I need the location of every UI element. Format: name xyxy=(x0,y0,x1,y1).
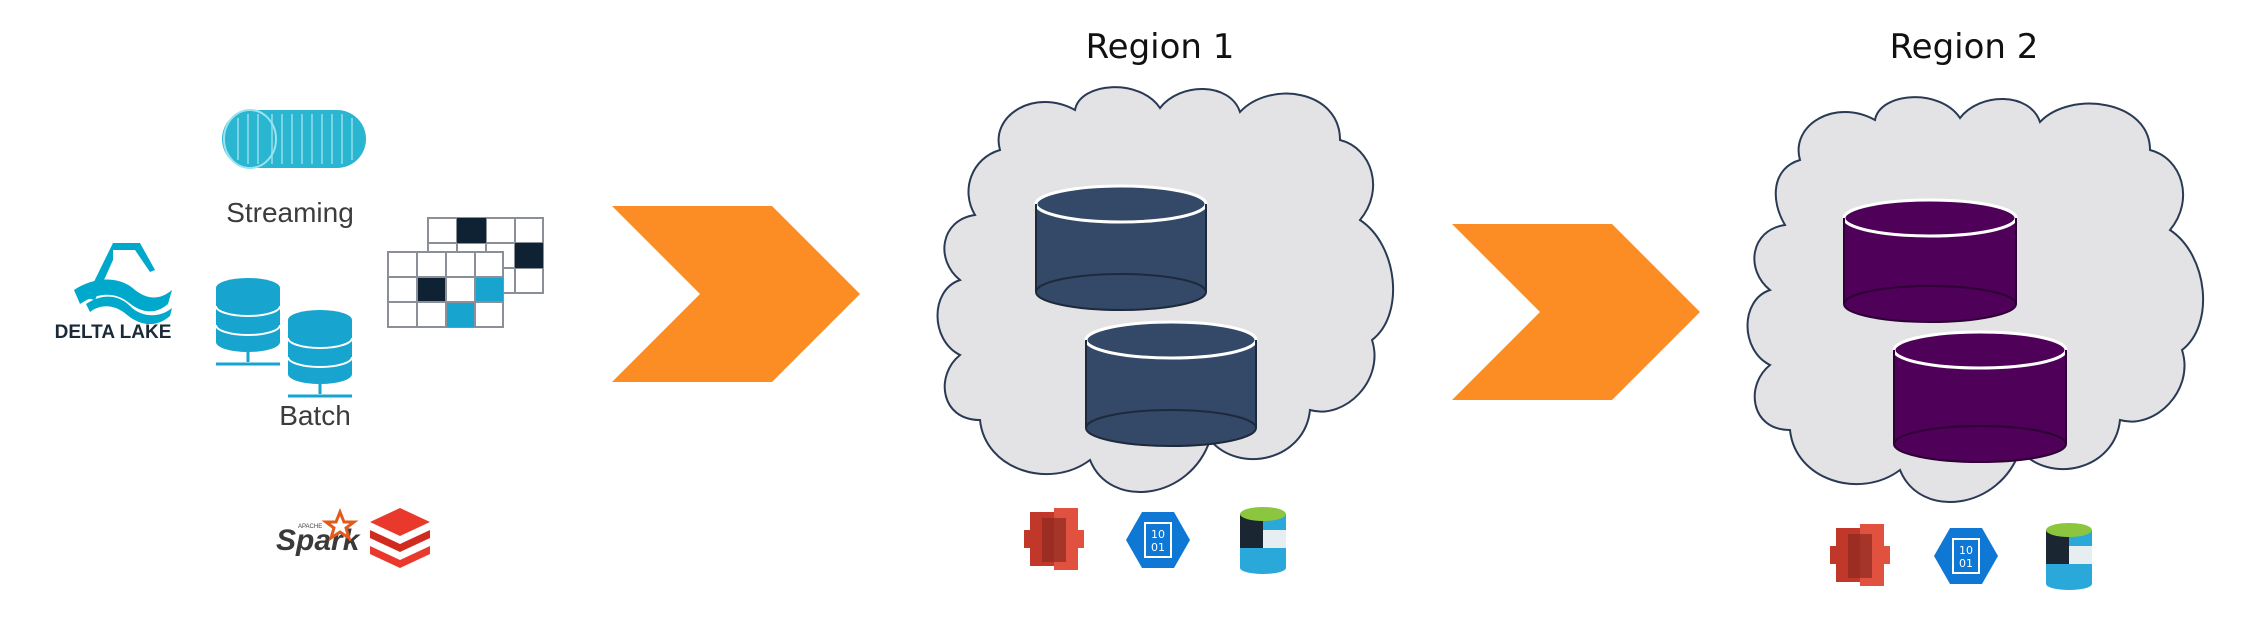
arrow-source-to-region1 xyxy=(612,206,860,382)
region2-blob-storage-icon: 10 01 xyxy=(1934,528,1998,584)
spark-apache-text: APACHE xyxy=(298,524,322,530)
svg-text:01: 01 xyxy=(1959,557,1973,570)
databricks-logo xyxy=(370,508,430,568)
streaming-label: Streaming xyxy=(226,197,354,228)
delta-lake-icon xyxy=(74,243,172,325)
arrow-region1-to-region2 xyxy=(1452,224,1700,400)
spark-star-icon xyxy=(321,507,359,542)
delta-lake-logo: DELTA LAKE xyxy=(55,243,172,343)
svg-text:01: 01 xyxy=(1151,541,1165,554)
region1-title: Region 1 xyxy=(1086,27,1235,67)
region2-adls-icon xyxy=(2046,523,2092,590)
streaming-icon xyxy=(222,109,366,169)
svg-text:10: 10 xyxy=(1959,544,1973,557)
region1-s3-icon xyxy=(1024,508,1084,570)
region1-blob-storage-icon: 10 01 xyxy=(1126,512,1190,568)
batch-database-icon xyxy=(215,278,353,398)
batch-label: Batch xyxy=(279,400,351,431)
region1-adls-icon xyxy=(1240,507,1286,574)
region1-database-top xyxy=(1034,184,1208,311)
delta-lake-text: DELTA LAKE xyxy=(55,322,172,343)
table-grid-icon xyxy=(387,217,544,328)
region2-database-top xyxy=(1842,198,2018,323)
spark-text: Spark xyxy=(276,524,361,557)
region2-s3-icon xyxy=(1830,524,1890,586)
svg-text:10: 10 xyxy=(1151,528,1165,541)
apache-spark-logo: APACHE Spark xyxy=(276,507,361,557)
region2-database-bottom xyxy=(1892,330,2068,463)
region2-title: Region 2 xyxy=(1890,27,2039,67)
region1-database-bottom xyxy=(1084,320,1258,447)
